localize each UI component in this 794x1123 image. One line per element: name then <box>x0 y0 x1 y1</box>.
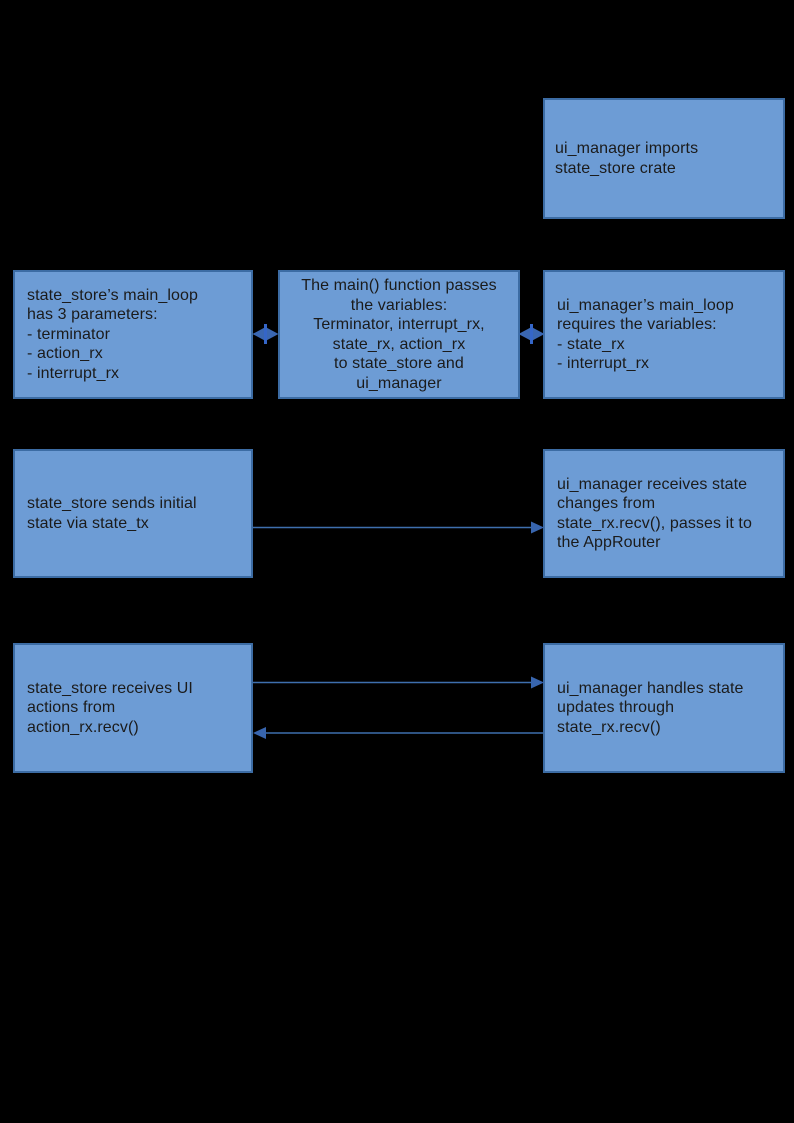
node-state-store-receives-ui: state_store receives UI actions from act… <box>13 643 253 773</box>
arrow-actions-to-handles <box>253 676 544 689</box>
node-ui-manager-requires-text: ui_manager’s main_loop requires the vari… <box>557 296 734 373</box>
bidirectional-arrow-left-icon <box>252 324 279 344</box>
arrow-handles-to-actions <box>253 727 543 739</box>
arrow-sends-to-receives <box>253 521 544 534</box>
arrowhead-left-icon <box>253 727 266 739</box>
node-state-store-params: state_store’s main_loop has 3 parameters… <box>13 270 253 399</box>
node-ui-manager-handles: ui_manager handles state updates through… <box>543 643 785 773</box>
node-ui-manager-receives-state-text: ui_manager receives state changes from s… <box>557 475 752 552</box>
node-ui-manager-receives-state: ui_manager receives state changes from s… <box>543 449 785 578</box>
bidirectional-arrow-right-icon <box>518 324 545 344</box>
node-ui-manager-handles-text: ui_manager handles state updates through… <box>557 679 744 736</box>
node-main-function-passes: The main() function passes the variables… <box>278 270 520 399</box>
node-state-store-receives-ui-text: state_store receives UI actions from act… <box>27 679 193 736</box>
connector-center-bar <box>530 324 533 344</box>
node-state-store-sends: state_store sends initial state via stat… <box>13 449 253 578</box>
connector-center-bar <box>264 324 267 344</box>
node-state-store-params-text: state_store’s main_loop has 3 parameters… <box>27 286 198 382</box>
connector-right-triangle-icon <box>264 326 279 342</box>
node-state-store-sends-text: state_store sends initial state via stat… <box>27 495 197 532</box>
node-ui-manager-requires: ui_manager’s main_loop requires the vari… <box>543 270 785 399</box>
node-ui-manager-imports: ui_manager imports state_store crate <box>543 98 785 219</box>
node-ui-manager-imports-text: ui_manager imports state_store crate <box>555 140 699 177</box>
connector-left-triangle-icon <box>518 326 533 342</box>
node-main-function-passes-text: The main() function passes the variables… <box>301 277 497 392</box>
connector-left-triangle-icon <box>252 326 267 342</box>
